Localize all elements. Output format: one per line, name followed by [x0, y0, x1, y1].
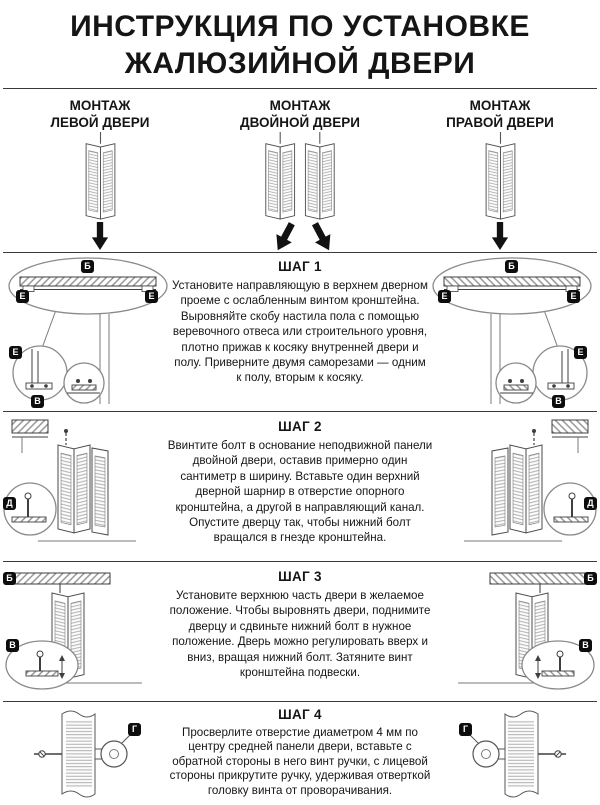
mount-double-column: МОНТАЖ ДВОЙНОЙ ДВЕРИ	[200, 90, 400, 252]
step-2-title: ШАГ 2	[278, 419, 322, 434]
step-4-title: ШАГ 4	[278, 707, 322, 722]
down-arrow-icon	[91, 221, 109, 250]
marker-v: В	[31, 395, 44, 408]
marker-b: Б	[505, 260, 518, 273]
marker-e: Е	[16, 290, 29, 303]
step-1-body: ШАГ 1 Установите направляющую в верхнем …	[172, 259, 428, 386]
marker-e: Е	[145, 290, 158, 303]
marker-v: В	[6, 639, 19, 652]
marker-b: Б	[81, 260, 94, 273]
mount-left-line2: ЛЕВОЙ ДВЕРИ	[50, 114, 150, 130]
mount-left-line1: МОНТАЖ	[69, 98, 131, 113]
marker-e: Е	[9, 346, 22, 359]
double-door-illustration	[255, 132, 345, 222]
divider	[3, 252, 597, 253]
down-arrow-icon	[491, 221, 509, 250]
marker-v: В	[552, 395, 565, 408]
marker-e: Е	[574, 346, 587, 359]
marker-e: Е	[438, 290, 451, 303]
step3-right-illustration	[436, 567, 598, 697]
step-3-title: ШАГ 3	[278, 569, 322, 584]
step-4-body: ШАГ 4 Просверлите отверстие диаметром 4 …	[168, 707, 432, 798]
double-down-arrows-icon	[270, 221, 337, 252]
step3-left-illustration	[2, 567, 164, 697]
marker-g: Г	[459, 723, 472, 736]
step-4-text: Просверлите отверстие диаметром 4 мм по …	[169, 726, 431, 797]
divider	[3, 561, 597, 562]
mount-right-line1: МОНТАЖ	[469, 98, 531, 113]
step-3-body: ШАГ 3 Установите верхнюю часть двери в ж…	[165, 569, 435, 680]
marker-b: Б	[584, 572, 597, 585]
marker-e: Е	[567, 290, 580, 303]
step2-right-illustration	[438, 417, 598, 557]
step4-right-illustration	[456, 708, 568, 800]
marker-g: Г	[128, 723, 141, 736]
step-3-text: Установите верхнюю часть двери в желаемо…	[169, 589, 431, 680]
step-2-text: Ввинтите болт в основание неподвижной па…	[167, 439, 433, 545]
step-1-section: Б Е Е Е В Б Е Е Е В ШАГ 1 Установите нап…	[0, 254, 600, 411]
marker-v: В	[579, 639, 592, 652]
marker-d: Д	[3, 497, 16, 510]
mount-right-title: МОНТАЖ ПРАВОЙ ДВЕРИ	[446, 98, 554, 132]
divider	[3, 411, 597, 412]
page-title: ИНСТРУКЦИЯ ПО УСТАНОВКЕ ЖАЛЮЗИЙНОЙ ДВЕРИ	[0, 0, 600, 82]
step1-right-illustration	[428, 256, 596, 408]
step-3-section: Б В Б В ШАГ 3 Установите верхнюю часть д…	[0, 563, 600, 701]
marker-d: Д	[584, 497, 597, 510]
mount-right-column: МОНТАЖ ПРАВОЙ ДВЕРИ	[400, 90, 600, 252]
step4-left-illustration	[32, 708, 144, 800]
step-1-text: Установите направляющую в верхнем дверно…	[172, 279, 428, 385]
step-2-section: Д Д ШАГ 2 Ввинтите болт в основание непо…	[0, 413, 600, 561]
step-2-body: ШАГ 2 Ввинтите болт в основание неподвиж…	[165, 419, 435, 546]
page-title-line1: ИНСТРУКЦИЯ ПО УСТАНОВКЕ	[70, 10, 530, 43]
page-title-line2: ЖАЛЮЗИЙНОЙ ДВЕРИ	[124, 46, 476, 80]
mount-left-column: МОНТАЖ ЛЕВОЙ ДВЕРИ	[0, 90, 200, 252]
divider	[3, 88, 597, 89]
marker-b: Б	[3, 572, 16, 585]
mount-right-line2: ПРАВОЙ ДВЕРИ	[446, 114, 554, 130]
step2-left-illustration	[2, 417, 162, 557]
mount-double-title: МОНТАЖ ДВОЙНОЙ ДВЕРИ	[240, 98, 360, 132]
mount-types-section: МОНТАЖ ЛЕВОЙ ДВЕРИ МОНТАЖ ДВОЙНОЙ ДВЕРИ	[0, 90, 600, 252]
mount-left-title: МОНТАЖ ЛЕВОЙ ДВЕРИ	[51, 98, 150, 132]
step-1-title: ШАГ 1	[278, 259, 322, 274]
mount-double-line2: ДВОЙНОЙ ДВЕРИ	[239, 114, 361, 130]
step1-left-illustration	[4, 256, 172, 408]
left-door-illustration	[60, 132, 141, 222]
step-4-section: Г Г ШАГ 4 Просверлите отверстие диаметро…	[0, 703, 600, 803]
divider	[3, 701, 597, 702]
mount-double-line1: МОНТАЖ	[269, 98, 331, 113]
right-door-illustration	[460, 132, 541, 222]
